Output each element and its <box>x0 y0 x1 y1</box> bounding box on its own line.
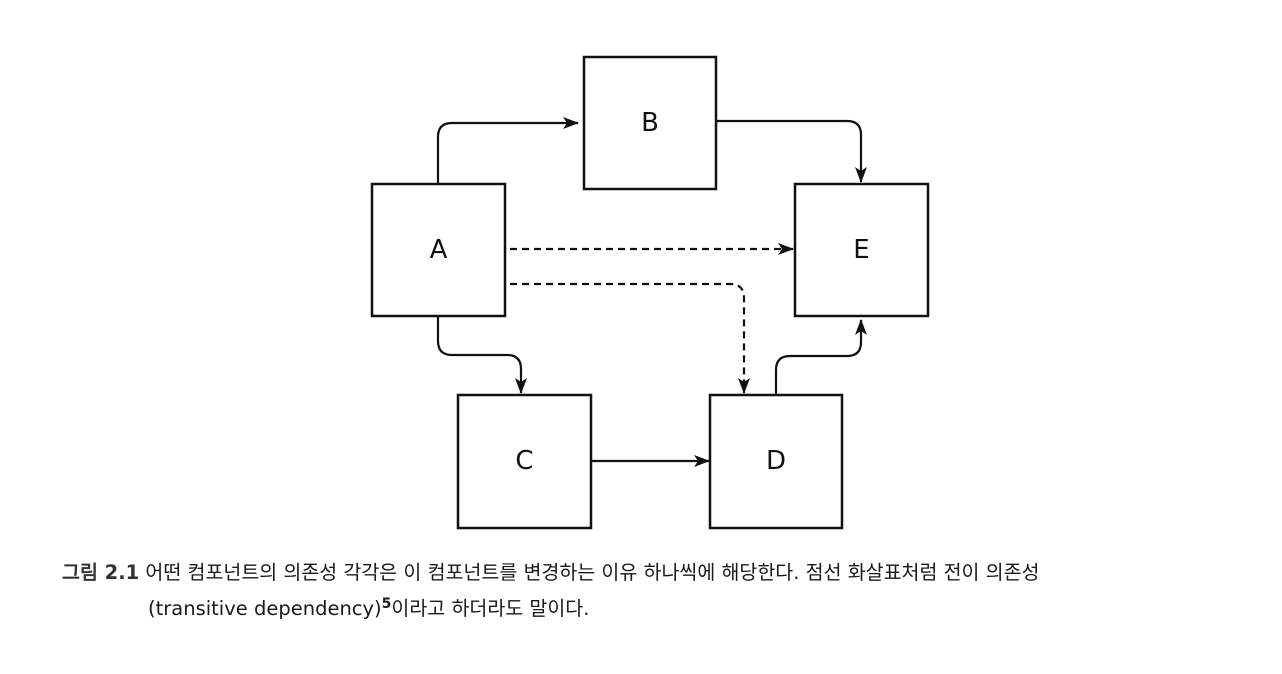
node-b: B <box>582 55 718 191</box>
edge-a-to-c <box>436 317 527 394</box>
caption-line-2-term: (transitive dependency) <box>148 597 382 620</box>
node-b-label: B <box>641 108 659 138</box>
edge-b-to-e <box>716 119 867 183</box>
figure-number: 그림 2.1 <box>62 561 140 584</box>
edge-a-to-b <box>436 117 579 183</box>
node-d: D <box>708 393 844 530</box>
caption-line-2: (transitive dependency)5이라고 하더라도 말이다. <box>62 591 1262 627</box>
dependency-diagram: A B C D E <box>370 55 930 530</box>
node-e: E <box>793 182 930 318</box>
edge-a-to-d-transitive <box>510 282 750 394</box>
node-a: A <box>370 182 507 318</box>
node-e-label: E <box>853 235 869 265</box>
node-d-label: D <box>766 446 786 476</box>
edge-d-to-e <box>774 319 867 394</box>
node-c: C <box>456 393 593 530</box>
node-c-label: C <box>515 446 533 476</box>
caption-line-1: 어떤 컴포넌트의 의존성 각각은 이 컴포넌트를 변경하는 이유 하나씩에 해당… <box>145 561 1040 584</box>
caption-line-2-rest: 이라고 하더라도 말이다. <box>391 597 590 620</box>
figure-caption: 그림 2.1 어떤 컴포넌트의 의존성 각각은 이 컴포넌트를 변경하는 이유 … <box>62 555 1262 627</box>
footnote-marker[interactable]: 5 <box>381 596 392 612</box>
node-a-label: A <box>430 235 448 265</box>
